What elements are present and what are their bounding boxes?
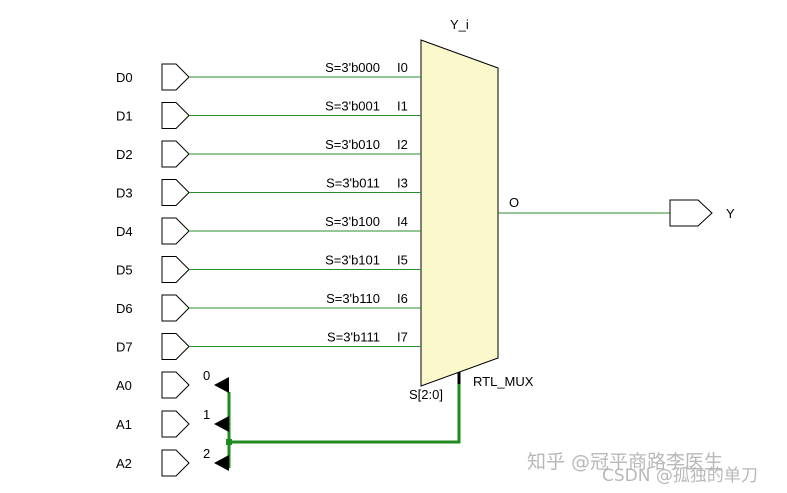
input-port-d3[interactable] xyxy=(161,179,190,206)
select-bit-label: 1 xyxy=(203,407,210,422)
input-port-label-d6: D6 xyxy=(116,301,133,316)
input-port-label-d7: D7 xyxy=(116,340,133,355)
mux-select-pin: S[2:0] xyxy=(409,387,443,402)
input-port-d5[interactable] xyxy=(161,256,190,283)
select-port-a0[interactable] xyxy=(161,371,190,399)
mux-input-pin-i0: I0 xyxy=(397,60,408,75)
input-port-d0[interactable] xyxy=(161,63,190,91)
select-condition-label: S=3'b001 xyxy=(325,99,380,114)
select-condition-label: S=3'b010 xyxy=(325,137,380,152)
input-port-d1[interactable] xyxy=(161,102,190,129)
select-port-a2[interactable] xyxy=(161,449,190,477)
select-bit-label: 0 xyxy=(203,368,210,383)
input-port-label-d4: D4 xyxy=(116,224,133,239)
select-inputs: A0 0A1 1A2 2 xyxy=(116,368,229,477)
select-condition-label: S=3'b110 xyxy=(326,291,380,306)
select-condition-label: S=3'b100 xyxy=(325,214,380,229)
select-bus-wire[interactable] xyxy=(229,384,461,444)
input-port-label-d3: D3 xyxy=(116,186,133,201)
mux-output-pin: O xyxy=(509,195,519,210)
mux-input-pin-i7: I7 xyxy=(397,330,408,345)
select-condition-label: S=3'b101 xyxy=(325,253,380,268)
select-condition-label: S=3'b111 xyxy=(327,330,380,345)
mux-input-pin-i2: I2 xyxy=(397,137,408,152)
output-port-y[interactable] xyxy=(669,199,713,227)
input-port-label-d5: D5 xyxy=(116,263,133,278)
output-port-label: Y xyxy=(726,206,735,221)
input-port-label-d2: D2 xyxy=(116,147,133,162)
input-port-label-d1: D1 xyxy=(116,109,133,124)
select-condition-label: S=3'b011 xyxy=(326,176,380,191)
watermark-csdn: CSDN @孤独的单刀 xyxy=(602,466,758,486)
select-port-label-a0: A0 xyxy=(116,378,132,393)
select-port-label-a2: A2 xyxy=(116,456,132,471)
watermark-zhihu: 知乎 @冠平商路李医生 xyxy=(527,451,723,473)
select-port-a1[interactable] xyxy=(161,410,190,438)
mux-input-pin-i1: I1 xyxy=(397,99,408,114)
input-port-d7[interactable] xyxy=(161,333,190,360)
select-port-label-a1: A1 xyxy=(116,417,132,432)
select-condition-label: S=3'b000 xyxy=(325,60,380,75)
mux-type-label: RTL_MUX xyxy=(473,374,534,389)
input-port-d2[interactable] xyxy=(161,140,190,168)
mux-input-pin-i3: I3 xyxy=(397,176,408,191)
mux-input-pin-i6: I6 xyxy=(397,291,408,306)
mux-body[interactable] xyxy=(420,39,499,387)
mux-input-pin-i5: I5 xyxy=(397,253,408,268)
mux-instance-name: Y_i xyxy=(450,17,469,32)
bus-rip-arrow xyxy=(214,377,229,393)
bus-rip-arrow xyxy=(214,455,229,471)
mux-input-pin-i4: I4 xyxy=(397,214,408,229)
input-port-d6[interactable] xyxy=(161,294,190,322)
input-port-label-d0: D0 xyxy=(116,70,133,85)
input-port-d4[interactable] xyxy=(161,217,190,245)
bus-rip-arrow xyxy=(214,416,229,432)
select-bit-label: 2 xyxy=(203,446,210,461)
